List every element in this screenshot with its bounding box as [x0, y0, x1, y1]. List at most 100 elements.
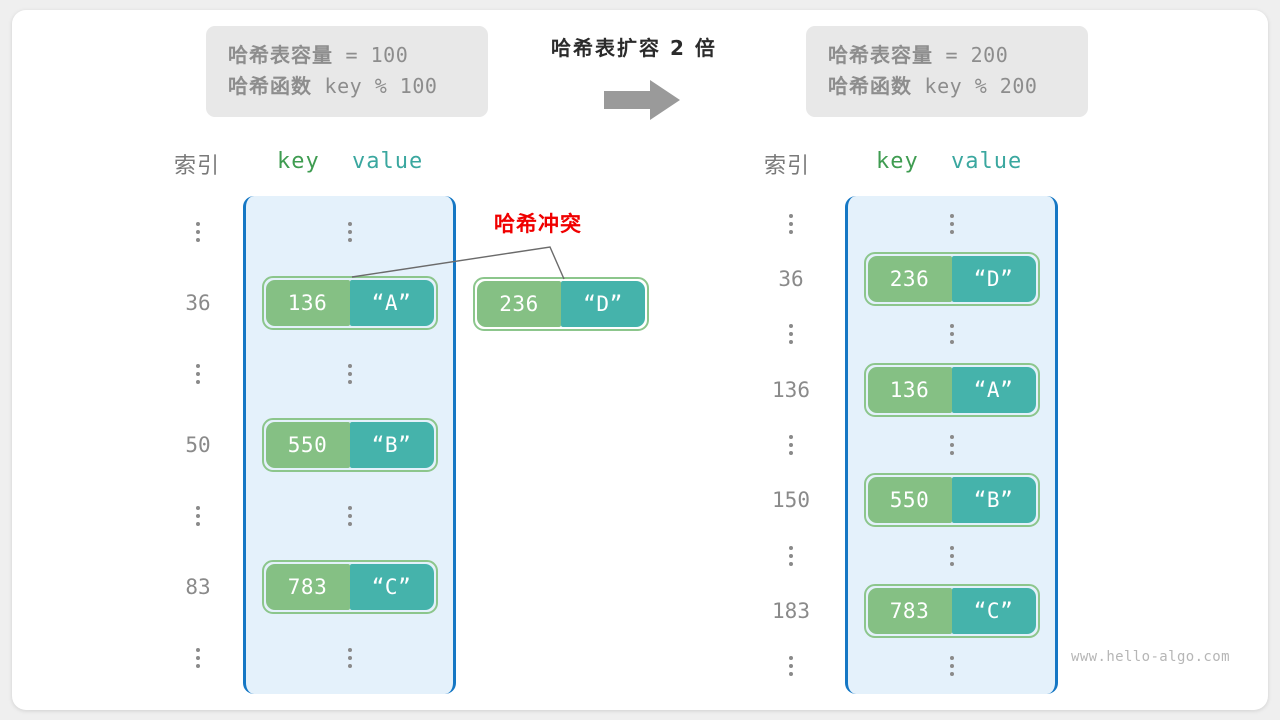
table-row: 550“B” [848, 473, 1055, 528]
table-row [848, 528, 1055, 583]
table-row [246, 338, 453, 409]
before-value-header: value [352, 149, 424, 174]
pair-value: “B” [349, 421, 434, 468]
index-label: 36 [778, 266, 804, 291]
index-ellipsis [744, 196, 838, 251]
after-hash-label: 哈希函数 [828, 74, 912, 98]
after-capacity-label: 哈希表容量 [828, 43, 933, 67]
index-ellipsis [158, 481, 238, 552]
table-row [246, 196, 453, 267]
index-ellipsis [158, 623, 238, 694]
pair-key: 136 [265, 279, 350, 326]
pair-value: “C” [951, 587, 1036, 634]
index-label: 50 [185, 432, 211, 457]
index-label: 136 [772, 377, 810, 402]
after-hash-line: 哈希函数 key % 200 [828, 71, 1066, 102]
after-key-header: key [876, 149, 919, 174]
table-row [246, 623, 453, 694]
key-value-pair: 136“A” [863, 362, 1040, 417]
after-value-header: value [951, 149, 1023, 174]
before-capacity-label: 哈希表容量 [228, 43, 333, 67]
after-hash-table: 236“D” 136“A” 550“B” 783“C” [845, 196, 1058, 694]
pair-key: 783 [867, 587, 952, 634]
table-row [848, 196, 1055, 251]
index-ellipsis-icon [789, 324, 793, 345]
after-info-box: 哈希表容量 = 200 哈希函数 key % 200 [806, 26, 1088, 117]
diagram-card [12, 10, 1268, 710]
before-index-header: 索引 [174, 154, 221, 179]
index-ellipsis [744, 528, 838, 583]
before-index-column: 36 50 83 [158, 196, 238, 694]
index-ellipsis-icon [789, 545, 793, 566]
table-row [848, 307, 1055, 362]
right-arrow-icon [604, 80, 680, 124]
index-label: 36 [185, 290, 211, 315]
key-value-pair: 236“D” [863, 251, 1040, 306]
row-ellipsis-icon [949, 324, 954, 345]
pair-value: “D” [951, 255, 1036, 302]
pair-value: “B” [951, 477, 1036, 524]
row-ellipsis-icon [347, 648, 352, 669]
watermark: www.hello-algo.com [1071, 649, 1230, 665]
pair-key: 783 [265, 564, 350, 611]
index-ellipsis-icon [196, 506, 200, 527]
after-capacity-line: 哈希表容量 = 200 [828, 40, 1066, 71]
index-ellipsis-icon [789, 434, 793, 455]
table-row [848, 417, 1055, 472]
index-label: 150 [772, 488, 810, 513]
before-capacity-line: 哈希表容量 = 100 [228, 40, 466, 71]
after-index-header: 索引 [764, 154, 811, 179]
row-ellipsis-icon [949, 656, 954, 677]
row-ellipsis-icon [949, 545, 954, 566]
index-ellipsis [744, 639, 838, 694]
pair-key: 550 [867, 477, 952, 524]
before-key-header: key [277, 149, 320, 174]
index-ellipsis [744, 307, 838, 362]
collided-pair: 236“D” [473, 277, 649, 331]
before-capacity-expr: = 100 [333, 43, 409, 67]
pair-value: “C” [349, 564, 434, 611]
index-ellipsis-icon [196, 363, 200, 384]
pair-value: “D” [561, 281, 645, 327]
row-ellipsis-icon [347, 506, 352, 527]
pair-key: 236 [867, 255, 952, 302]
collision-label: 哈希冲突 [494, 212, 582, 236]
index-ellipsis-icon [196, 221, 200, 242]
index-label: 183 [772, 598, 810, 623]
table-row: 550“B” [246, 409, 453, 480]
pair-key: 236 [477, 281, 561, 327]
index-ellipsis-icon [789, 213, 793, 234]
key-value-pair: 136“A” [261, 275, 438, 330]
row-ellipsis-icon [949, 434, 954, 455]
key-value-pair: 550“B” [261, 417, 438, 472]
center-title: 哈希表扩容 2 倍 [551, 36, 717, 60]
after-hash-expr: key % 200 [912, 74, 1038, 98]
index-ellipsis [158, 338, 238, 409]
row-ellipsis-icon [347, 363, 352, 384]
index-label: 83 [185, 575, 211, 600]
before-hash-label: 哈希函数 [228, 74, 312, 98]
table-row: 136“A” [848, 362, 1055, 417]
pair-key: 550 [265, 421, 350, 468]
before-hash-expr: key % 100 [312, 74, 438, 98]
key-value-pair: 550“B” [863, 473, 1040, 528]
after-capacity-expr: = 200 [933, 43, 1009, 67]
before-hash-line: 哈希函数 key % 100 [228, 71, 466, 102]
index-ellipsis [744, 417, 838, 472]
key-value-pair: 783“C” [863, 583, 1040, 638]
after-index-column: 36 136 150 183 [744, 196, 838, 694]
before-hash-table: 136“A” 550“B” 783“C” [243, 196, 456, 694]
key-value-pair: 783“C” [261, 560, 438, 615]
table-row: 783“C” [848, 583, 1055, 638]
table-row [246, 481, 453, 552]
index-ellipsis-icon [789, 656, 793, 677]
row-ellipsis-icon [347, 221, 352, 242]
row-ellipsis-icon [949, 213, 954, 234]
pair-key: 136 [867, 366, 952, 413]
pair-value: “A” [349, 279, 434, 326]
index-ellipsis [158, 196, 238, 267]
before-info-box: 哈希表容量 = 100 哈希函数 key % 100 [206, 26, 488, 117]
table-row: 236“D” [848, 251, 1055, 306]
table-row: 136“A” [246, 267, 453, 338]
